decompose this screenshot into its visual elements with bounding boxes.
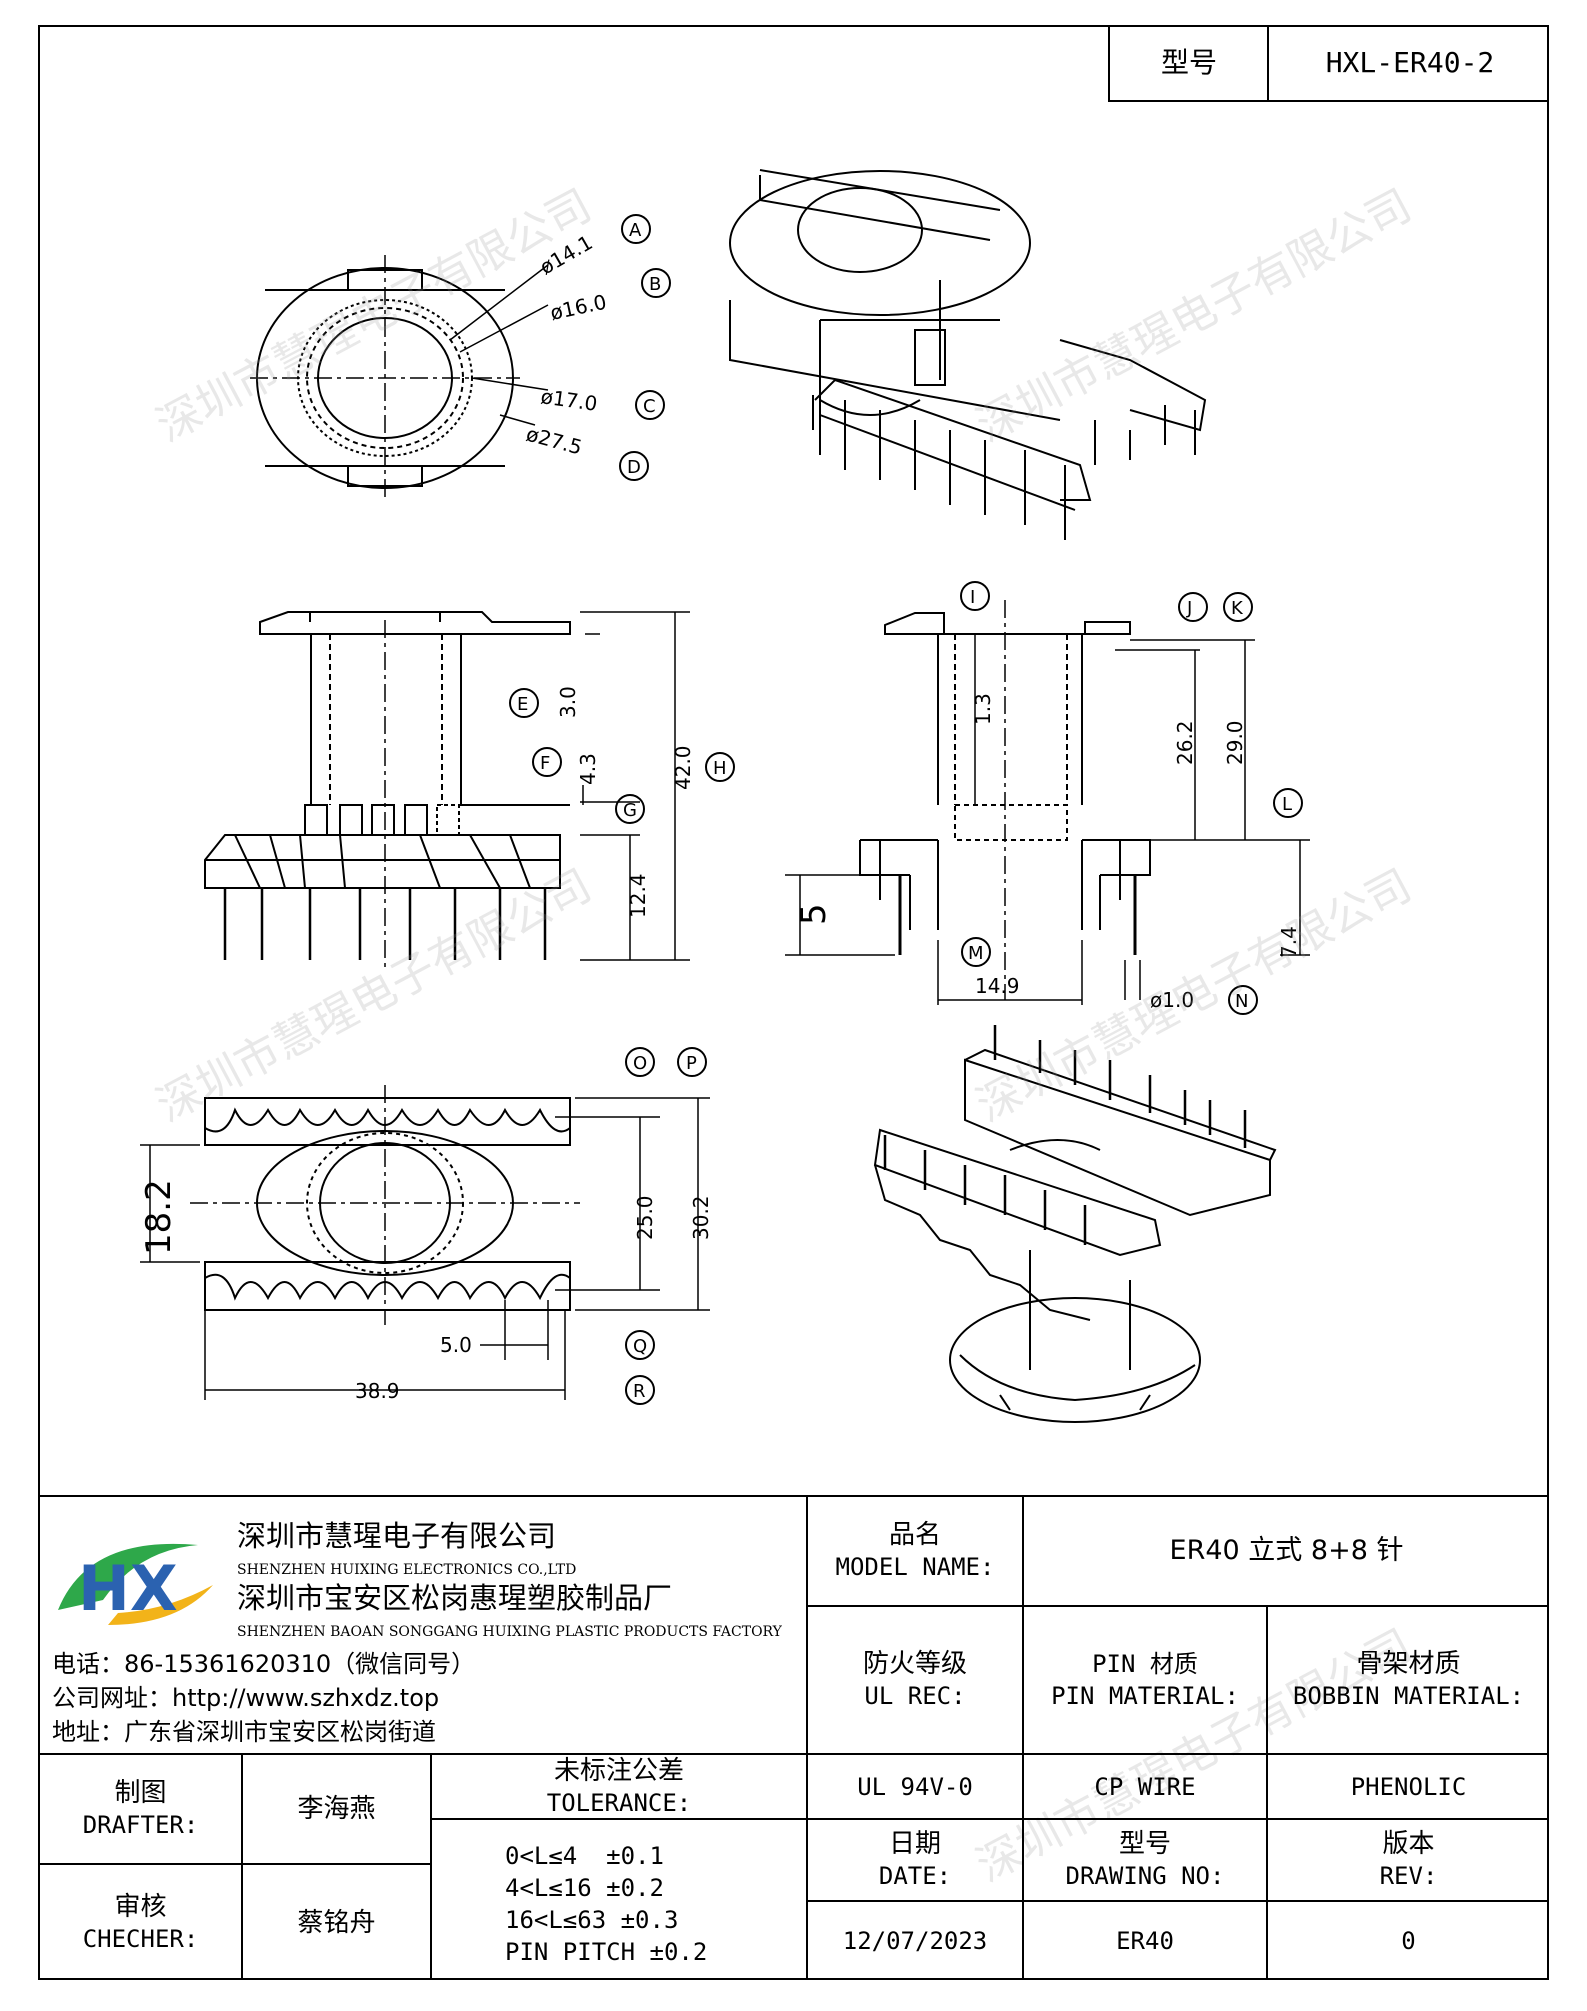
dim-bottom-5: 5.0 [440,1333,472,1357]
header-model-label: 型号 [1160,45,1217,79]
dim-bottom-30: 30.2 [689,1195,713,1240]
label-B: B [649,274,661,295]
bobbin-material-value: PHENOLIC [1350,1772,1467,1801]
label-I: I [970,587,975,608]
label-A: A [629,220,642,241]
label-Q: Q [633,1336,647,1357]
dim-bottom-18: 18.2 [139,1179,179,1255]
rev-value: 0 [1401,1927,1416,1955]
dim-front-3: 3.0 [556,686,580,718]
dim-top-14: ø14.1 [536,230,597,279]
model-name-cn: 品名 [888,1520,941,1550]
drawing-no-label: 型号 DRAWING NO: [1065,1829,1225,1890]
company-name-en: SHENZHEN HUIXING ELECTRONICS CO.,LTD [237,1562,577,1578]
dim-side-7: 7.4 [1277,926,1301,958]
drawing-no-value: ER40 [1116,1927,1174,1955]
label-G: G [623,800,637,821]
checker-value: 蔡铭舟 [297,1907,376,1938]
company-website: 公司网址：http://www.szhxdz.top [52,1684,440,1712]
dim-top-17: ø17.0 [539,384,599,416]
label-D: D [627,457,641,478]
dim-side-29: 29.0 [1223,720,1247,765]
model-name-label: 品名 MODEL NAME: [808,1497,1022,1605]
label-R: R [633,1381,646,1402]
technical-drawings: ø14.1 ø16.0 ø17.0 ø27.5 A B C D 3.0 4.3 … [139,169,1310,1423]
dim-side-d1: ø1.0 [1150,988,1194,1012]
model-name-value: ER40 立式 8+8 针 [1169,1535,1404,1566]
dim-front-42: 42.0 [671,745,695,790]
dim-side-1: 1.3 [971,693,995,725]
header-model-value: HXL-ER40-2 [1325,45,1495,79]
isometric-view-top [729,169,1207,540]
date-value: 12/07/2023 [842,1927,988,1955]
factory-name-cn: 深圳市宝安区松岗惠瑆塑胶制品厂 [237,1581,673,1615]
front-view [204,611,735,970]
label-P: P [686,1053,697,1074]
rev-label: 版本 REV: [1379,1829,1438,1890]
label-M: M [968,943,984,964]
logo-text: HX [78,1552,178,1625]
company-address: 地址：广东省深圳市宝安区松岗街道 [52,1718,436,1746]
drafter-value: 李海燕 [297,1794,376,1824]
dim-side-5: 5 [794,903,834,925]
tolerance-line-1: 0<L≤4 ±0.1 [505,1842,664,1870]
drawing-frame [38,25,1549,1980]
dim-top-16: ø16.0 [548,290,609,325]
tolerance-line-4: PIN PITCH ±0.2 [505,1938,708,1966]
hx-logo-icon: HX [58,1543,213,1625]
label-J: J [1186,598,1192,619]
bobbin-material-label: 骨架材质 BOBBIN MATERIAL: [1292,1649,1525,1710]
fire-rating-label: 防火等级 UL REC: [862,1649,967,1710]
tolerance-label: 未标注公差 TOLERANCE: [546,1755,692,1817]
company-name-cn: 深圳市慧瑆电子有限公司 [237,1519,557,1553]
dim-top-27: ø27.5 [524,422,585,460]
factory-name-en: SHENZHEN BAOAN SONGGANG HUIXING PLASTIC … [237,1624,782,1640]
label-K: K [1231,598,1244,619]
side-view [785,581,1310,1015]
company-logo: HX [48,1515,218,1633]
company-phone: 电话：86-15361620310（微信同号） [52,1650,476,1678]
top-view [250,214,671,500]
header-model-box: 型号 HXL-ER40-2 [1108,25,1549,102]
checker-label: 审核 CHECHER: [82,1891,199,1953]
label-O: O [633,1053,647,1074]
dim-front-4: 4.3 [576,753,600,785]
bottom-view [140,1047,710,1405]
dim-front-12: 12.4 [626,873,650,918]
label-F: F [540,753,550,774]
isometric-view-bottom [873,1025,1277,1423]
model-name-en: MODEL NAME: [835,1553,995,1581]
tolerance-line-2: 4<L≤16 ±0.2 [505,1874,664,1902]
label-C: C [643,396,656,417]
date-label: 日期 DATE: [878,1829,952,1890]
label-H: H [713,758,727,779]
dim-side-14: 14.9 [975,974,1020,998]
fire-rating-value: UL 94V-0 [857,1772,973,1801]
drafter-label: 制图 DRAFTER: [82,1778,199,1839]
tolerance-line-3: 16<L≤63 ±0.3 [505,1906,679,1934]
dim-bottom-25: 25.0 [633,1195,657,1240]
dim-side-26: 26.2 [1173,720,1197,765]
dim-bottom-38: 38.9 [355,1379,400,1403]
pin-material-label: PIN 材质 PIN MATERIAL: [1051,1650,1239,1710]
pin-material-value: CP WIRE [1094,1772,1196,1801]
label-N: N [1235,991,1248,1012]
label-L: L [1282,794,1292,815]
label-E: E [517,694,528,715]
